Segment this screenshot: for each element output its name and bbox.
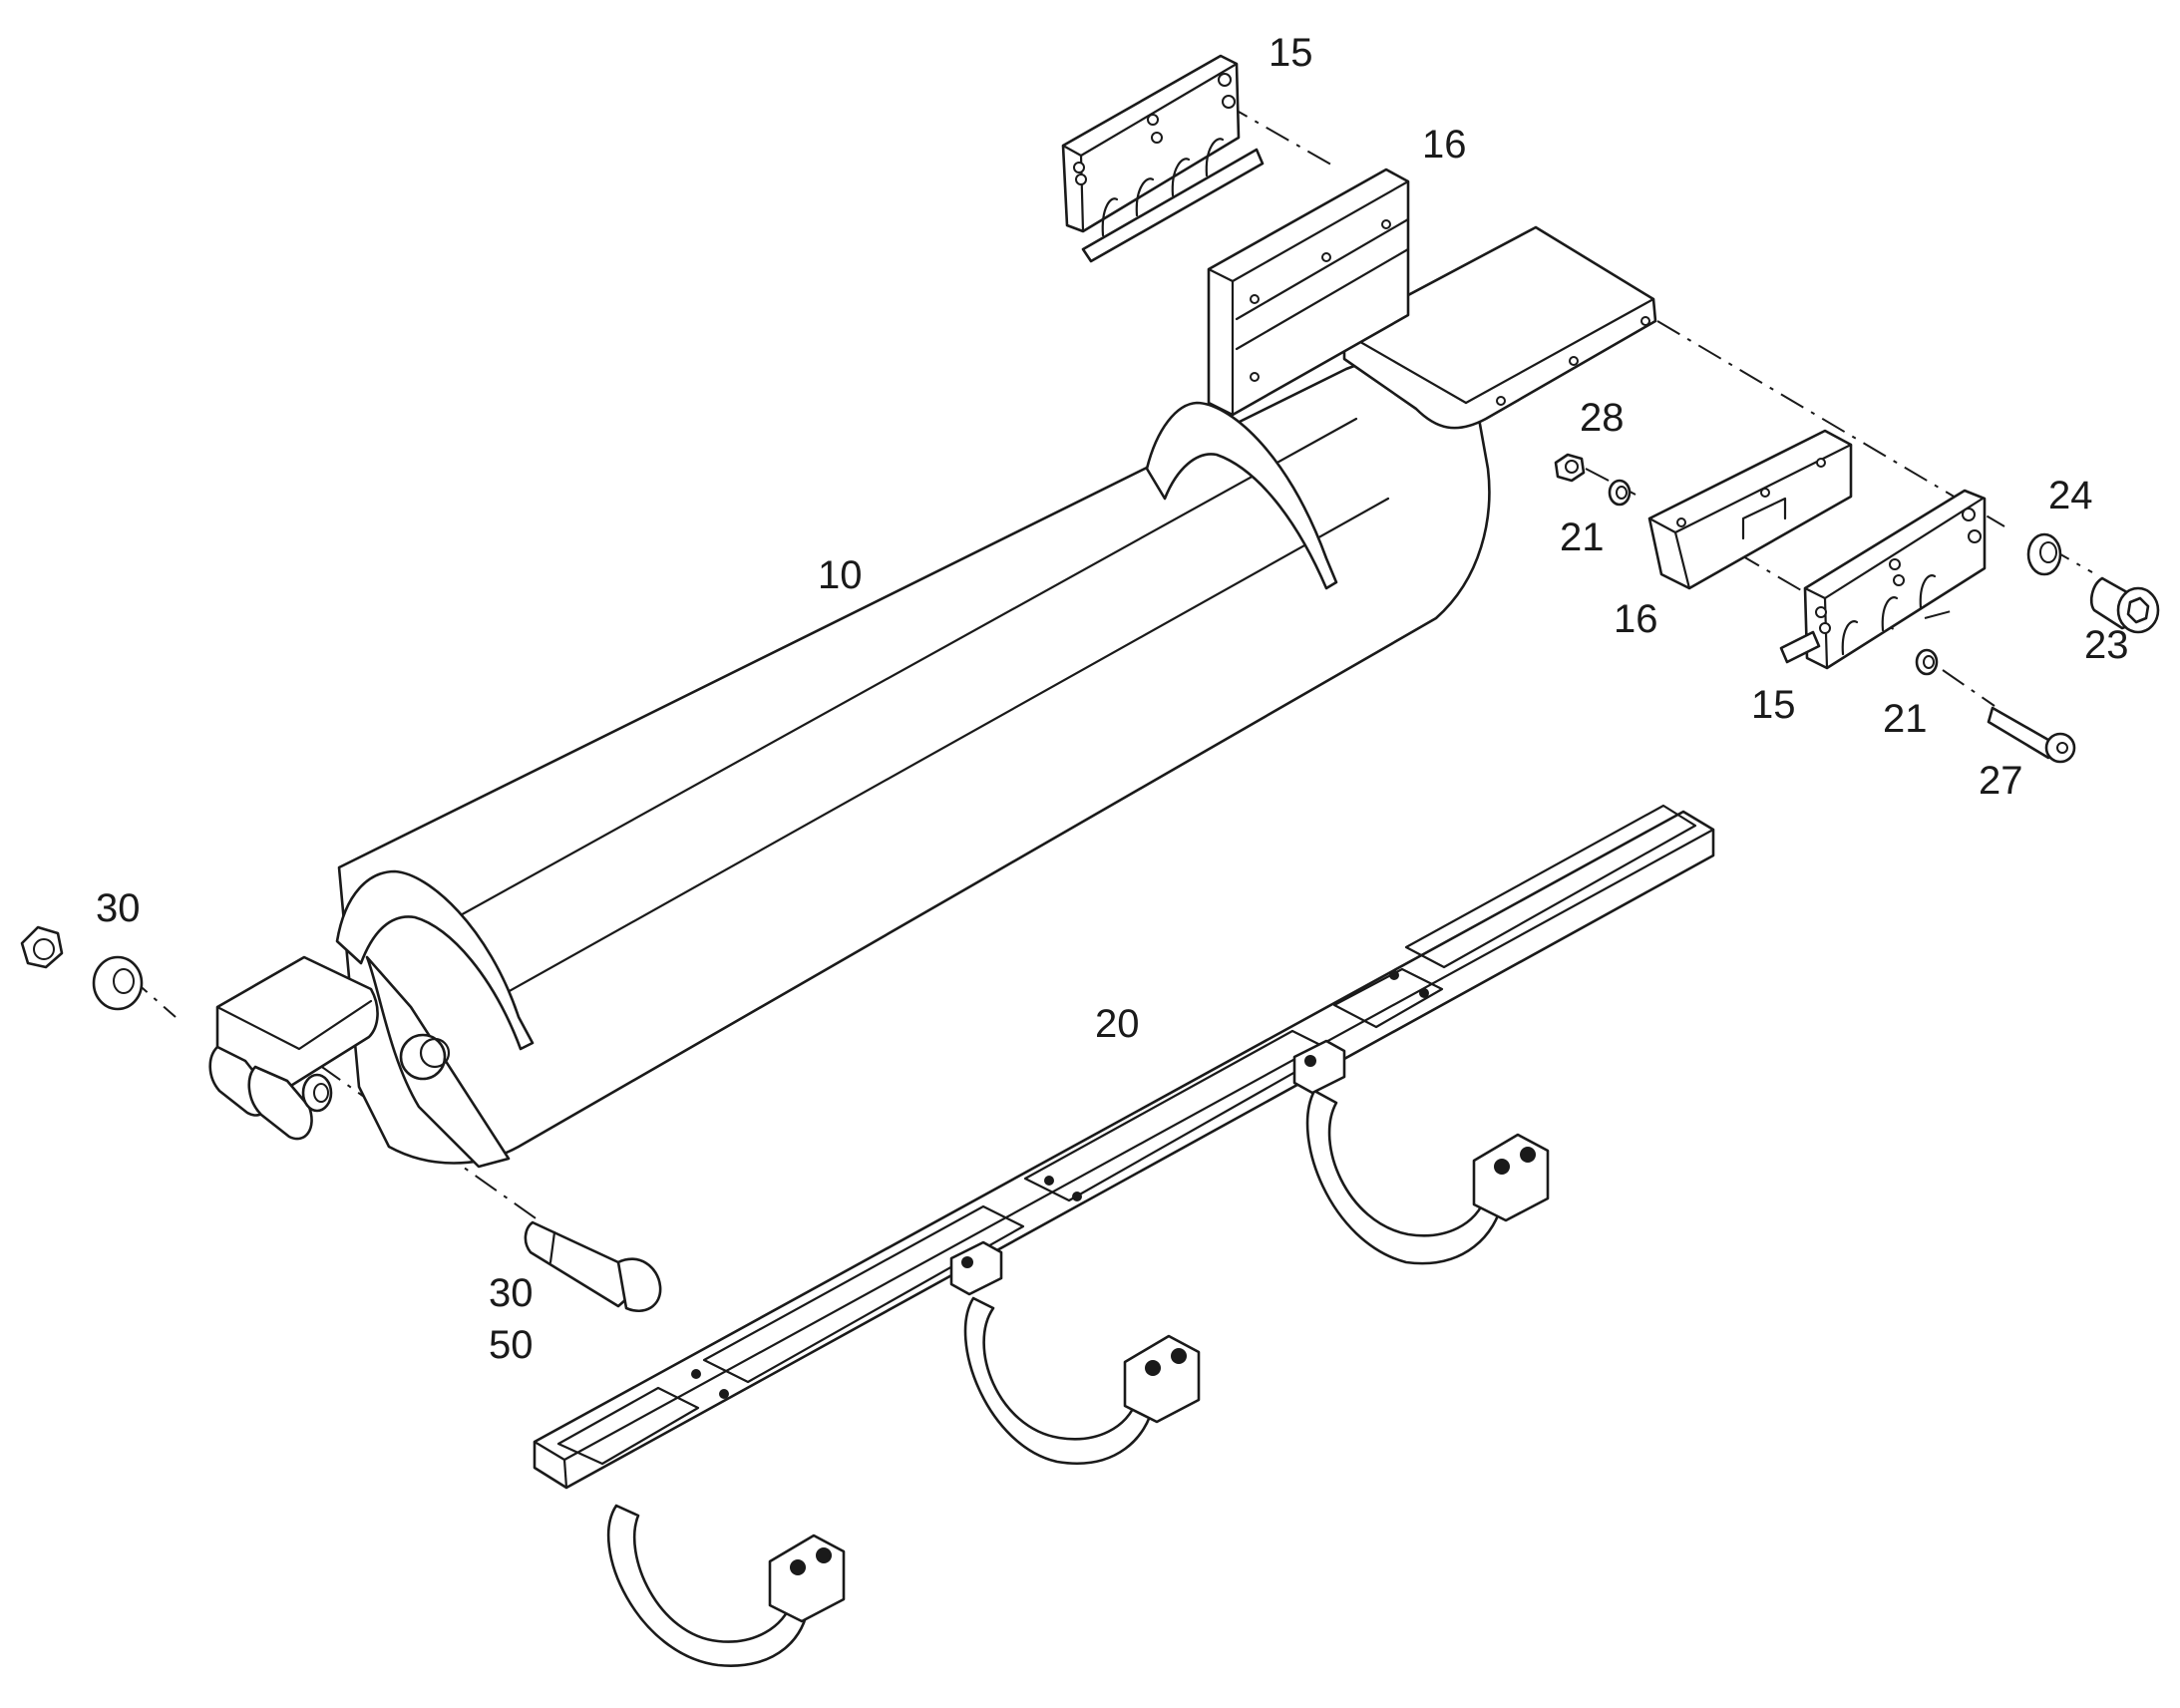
part-23-screw bbox=[2089, 576, 2160, 634]
part-30-nut bbox=[20, 925, 64, 969]
callout-20: 20 bbox=[1095, 1002, 1140, 1046]
part-21-top-washer bbox=[1608, 479, 1632, 507]
part-10-cylinder bbox=[208, 225, 1657, 1169]
callout-15-bottom: 15 bbox=[1751, 683, 1796, 727]
callout-21-top: 21 bbox=[1560, 515, 1605, 559]
part-30-pin bbox=[524, 1220, 662, 1313]
callout-16-bottom: 16 bbox=[1614, 597, 1658, 641]
callouts: 10 15 16 28 21 16 24 23 15 21 27 30 20 3… bbox=[96, 31, 2129, 1367]
callout-15-top: 15 bbox=[1269, 31, 1313, 75]
part-20-frame bbox=[533, 804, 1715, 1667]
callout-50: 50 bbox=[489, 1323, 534, 1367]
part-16-top-block bbox=[1207, 168, 1410, 417]
callout-30-left: 30 bbox=[96, 886, 141, 930]
part-16-bottom-block bbox=[1647, 429, 1853, 590]
part-15-bottom-plate bbox=[1779, 489, 1987, 670]
callout-28: 28 bbox=[1580, 396, 1625, 440]
callout-24: 24 bbox=[2048, 474, 2093, 517]
callout-23: 23 bbox=[2084, 623, 2129, 667]
part-27-bolt bbox=[1987, 706, 2076, 764]
callout-10: 10 bbox=[818, 553, 863, 597]
part-30-washer bbox=[92, 955, 144, 1011]
part-24-washer bbox=[2026, 532, 2062, 576]
part-21-bottom-washer bbox=[1915, 648, 1939, 676]
callout-27: 27 bbox=[1979, 759, 2023, 803]
callout-30-pin: 30 bbox=[489, 1271, 534, 1315]
part-28-nut bbox=[1554, 453, 1586, 483]
part-15-top-plate bbox=[1061, 54, 1265, 263]
callout-21-bottom: 21 bbox=[1883, 697, 1928, 741]
callout-16-top: 16 bbox=[1422, 123, 1467, 167]
